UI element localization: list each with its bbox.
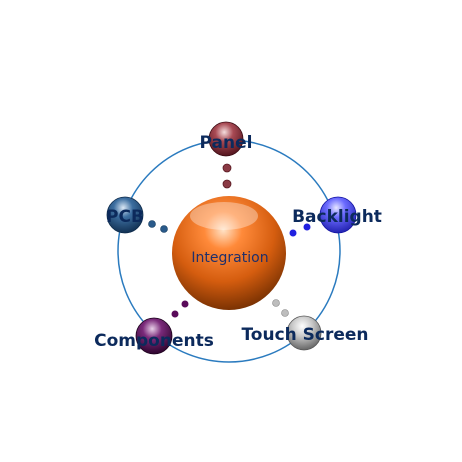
node-backlight: Backlight (292, 196, 382, 234)
panel-sphere (208, 121, 244, 157)
node-components: Components (94, 317, 214, 355)
pcb-sphere (106, 196, 144, 234)
backlight-label: Backlight (292, 207, 382, 227)
panel-label: Panel (200, 133, 253, 153)
node-touch-screen: Touch Screen (241, 315, 369, 351)
connector-touch-screen (272, 299, 289, 317)
center-label: Integration (191, 250, 268, 266)
connector-components (171, 300, 189, 318)
node-pcb: PCB (106, 196, 144, 234)
pcb-label: PCB (106, 207, 144, 227)
node-panel: Panel (200, 121, 253, 157)
center-node: Integration (172, 196, 286, 310)
connector-panel (222, 163, 232, 189)
connector-backlight (289, 223, 311, 237)
touch-screen-label: Touch Screen (241, 325, 368, 345)
touch-screen-sphere (286, 315, 322, 351)
center-sphere (172, 196, 286, 310)
connector-pcb (148, 220, 168, 233)
components-sphere (135, 317, 173, 355)
components-label: Components (94, 331, 214, 351)
backlight-sphere (319, 196, 357, 234)
